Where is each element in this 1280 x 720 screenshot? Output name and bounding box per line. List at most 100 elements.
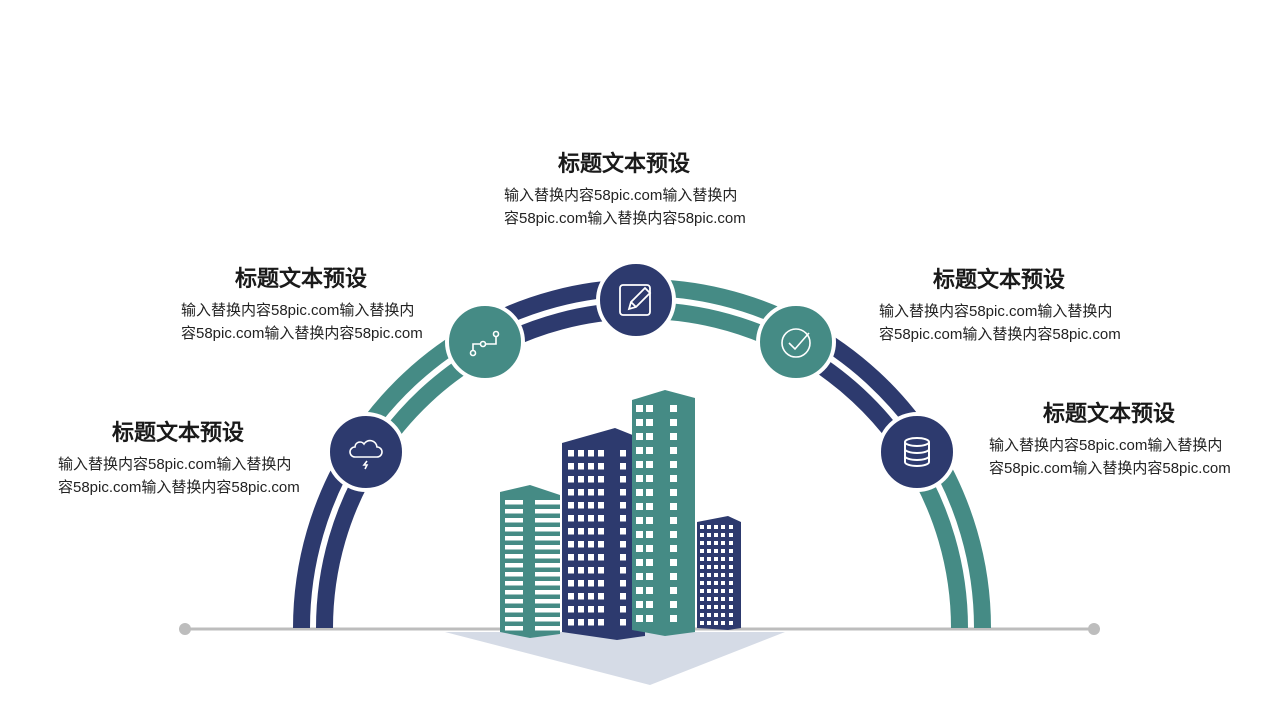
building-window bbox=[729, 573, 733, 577]
building-window bbox=[636, 461, 643, 468]
building-window bbox=[721, 525, 725, 529]
building-window bbox=[714, 573, 718, 577]
building-window bbox=[646, 503, 653, 510]
building-window bbox=[729, 525, 733, 529]
building-window bbox=[568, 502, 574, 509]
building-window bbox=[620, 554, 626, 561]
building-window bbox=[670, 601, 677, 608]
building-window bbox=[646, 531, 653, 538]
building-window bbox=[598, 593, 604, 600]
node-cloud bbox=[326, 412, 406, 492]
building-window bbox=[636, 531, 643, 538]
building-window bbox=[714, 605, 718, 609]
item-title: 标题文本预设 bbox=[557, 151, 690, 176]
building-window bbox=[707, 581, 711, 585]
building-window bbox=[636, 433, 643, 440]
building-window bbox=[670, 419, 677, 426]
building-window bbox=[620, 528, 626, 535]
building-window bbox=[729, 541, 733, 545]
building-window bbox=[505, 572, 523, 577]
building-window bbox=[729, 549, 733, 553]
building-window bbox=[551, 518, 569, 523]
building-window bbox=[721, 589, 725, 593]
building-window bbox=[551, 500, 569, 505]
route-icon bbox=[469, 330, 500, 357]
building-window bbox=[670, 531, 677, 538]
building-window bbox=[729, 557, 733, 561]
building-window bbox=[636, 447, 643, 454]
building-window bbox=[568, 567, 574, 574]
building-window bbox=[588, 593, 594, 600]
building-window bbox=[551, 563, 569, 568]
building-window bbox=[598, 567, 604, 574]
building-window bbox=[646, 461, 653, 468]
building-window bbox=[670, 405, 677, 412]
building-window bbox=[636, 601, 643, 608]
item-block-3: 标题文本预设 输入替换内容58pic.com输入替换内容58pic.com输入替… bbox=[504, 146, 749, 230]
building-window bbox=[578, 528, 584, 535]
building-window bbox=[714, 541, 718, 545]
building-window bbox=[670, 447, 677, 454]
building-window bbox=[646, 419, 653, 426]
building-window bbox=[721, 613, 725, 617]
building-window bbox=[729, 621, 733, 625]
building-window bbox=[646, 475, 653, 482]
building-window bbox=[598, 554, 604, 561]
building-window bbox=[568, 619, 574, 626]
building-window bbox=[707, 565, 711, 569]
building-window bbox=[700, 581, 704, 585]
building-window bbox=[568, 580, 574, 587]
building-window bbox=[568, 450, 574, 457]
building-window bbox=[714, 557, 718, 561]
building-window bbox=[598, 476, 604, 483]
building-window bbox=[729, 597, 733, 601]
building-window bbox=[636, 545, 643, 552]
node-edit bbox=[596, 260, 676, 340]
building-window bbox=[714, 549, 718, 553]
building-window bbox=[670, 545, 677, 552]
building-window bbox=[670, 573, 677, 580]
building-window bbox=[588, 502, 594, 509]
building-window bbox=[505, 509, 523, 514]
building-window bbox=[588, 541, 594, 548]
node-route bbox=[445, 302, 525, 382]
building-window bbox=[598, 463, 604, 470]
building-window bbox=[588, 515, 594, 522]
building-window bbox=[551, 509, 569, 514]
buildings-illustration bbox=[500, 390, 741, 640]
building-window bbox=[700, 613, 704, 617]
building-window bbox=[700, 597, 704, 601]
building-window bbox=[598, 580, 604, 587]
building-window bbox=[646, 545, 653, 552]
building-window bbox=[588, 489, 594, 496]
building-window bbox=[551, 626, 569, 631]
item-title: 标题文本预设 bbox=[111, 420, 244, 445]
building-window bbox=[598, 489, 604, 496]
node-database bbox=[877, 412, 957, 492]
building-window bbox=[707, 613, 711, 617]
building-window bbox=[707, 549, 711, 553]
building-window bbox=[636, 489, 643, 496]
building-window bbox=[670, 461, 677, 468]
building-window bbox=[505, 590, 523, 595]
building-window bbox=[598, 450, 604, 457]
building-window bbox=[620, 515, 626, 522]
building-window bbox=[551, 590, 569, 595]
building-window bbox=[578, 619, 584, 626]
building-window bbox=[505, 536, 523, 541]
building-window bbox=[578, 580, 584, 587]
building-window bbox=[707, 541, 711, 545]
building-window bbox=[568, 515, 574, 522]
building-window bbox=[670, 489, 677, 496]
building-window bbox=[505, 500, 523, 505]
check-circle-icon bbox=[781, 328, 811, 358]
building-window bbox=[551, 545, 569, 550]
building-window bbox=[551, 554, 569, 559]
building-window bbox=[670, 587, 677, 594]
building-window bbox=[620, 476, 626, 483]
building-window bbox=[505, 608, 523, 613]
building-window bbox=[620, 619, 626, 626]
building-window bbox=[578, 554, 584, 561]
building-window bbox=[700, 605, 704, 609]
building-window bbox=[588, 606, 594, 613]
